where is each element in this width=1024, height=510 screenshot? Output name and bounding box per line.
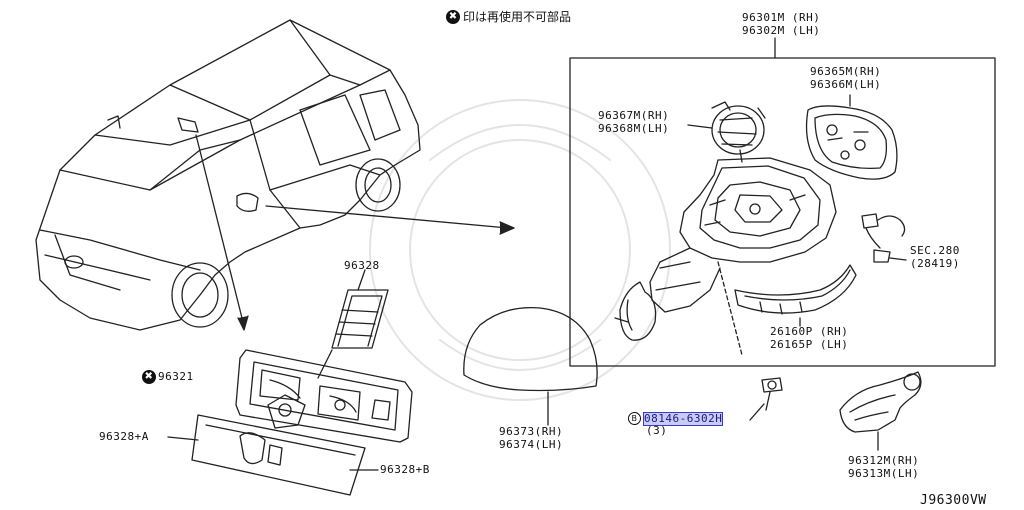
reuse-note-text: 印は再使用不可部品	[463, 10, 572, 24]
label-96321: 96321	[158, 370, 194, 383]
label-sec-280[interactable]: SEC.280	[910, 244, 960, 257]
bolt-b-mark-icon: B	[628, 412, 641, 425]
label-96313M[interactable]: 96313M(LH)	[848, 467, 920, 480]
harness-connector	[861, 213, 906, 263]
label-sec-280-ref[interactable]: (28419)	[910, 257, 960, 270]
label-96328-B[interactable]: 96328+B	[380, 463, 430, 476]
label-96366M[interactable]: 96366M(LH)	[810, 78, 882, 91]
label-96312M[interactable]: 96312M(RH)	[848, 454, 920, 467]
label-bolt-group[interactable]: B 08146-6302H	[628, 411, 724, 426]
reuse-note: ✖ 印は再使用不可部品	[446, 8, 571, 25]
part-96373-mirror-cover	[463, 306, 598, 392]
label-bolt-qty: (3)	[646, 424, 668, 437]
non-reusable-mark-icon: ✖	[446, 9, 460, 24]
part-96301M-mirror-body	[614, 157, 837, 341]
part-96328-lens	[191, 414, 366, 496]
part-08146-bolt	[761, 377, 783, 411]
label-96374[interactable]: 96374(LH)	[499, 438, 564, 451]
label-96368M[interactable]: 96368M(LH)	[598, 122, 670, 135]
part-96312M-mirror-base	[839, 371, 922, 433]
label-26165P[interactable]: 26165P (LH)	[770, 338, 849, 351]
part-96365M-mirror-glass	[805, 105, 898, 180]
outside-mirror-assembly-box	[569, 57, 996, 367]
part-26160P-turn-lamp	[734, 264, 857, 315]
non-reusable-mark-icon: ✖	[142, 370, 156, 384]
watermark-seal	[369, 99, 671, 401]
label-96301M[interactable]: 96301M (RH)	[742, 11, 821, 24]
diagram-code: J96300VW	[920, 493, 987, 508]
label-96328[interactable]: 96328	[344, 259, 380, 272]
label-26160P[interactable]: 26160P (RH)	[770, 325, 849, 338]
label-96302M[interactable]: 96302M (LH)	[742, 24, 821, 37]
label-96373[interactable]: 96373(RH)	[499, 425, 564, 438]
label-96365M[interactable]: 96365M(RH)	[810, 65, 882, 78]
label-96321-group[interactable]: ✖ 96321	[142, 370, 194, 384]
label-08146-6302H: 08146-6302H	[642, 411, 724, 426]
label-96328-A[interactable]: 96328+A	[99, 430, 149, 443]
vehicle-illustration	[35, 19, 421, 331]
label-96367M[interactable]: 96367M(RH)	[598, 109, 670, 122]
part-96367M-actuator	[711, 101, 766, 163]
part-96321-mirror-base	[235, 349, 413, 443]
part-96328-cover	[331, 269, 389, 349]
